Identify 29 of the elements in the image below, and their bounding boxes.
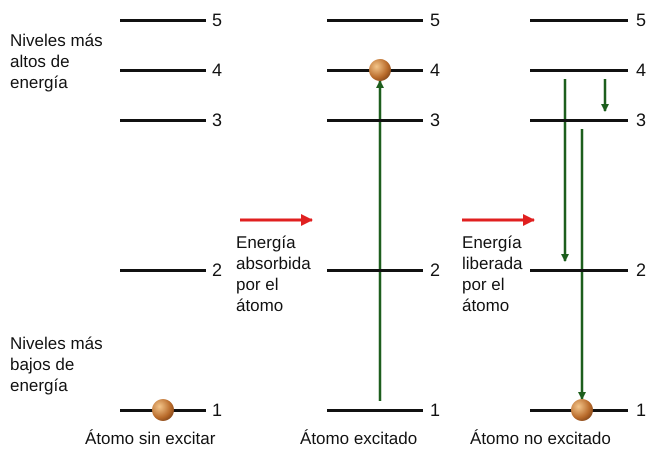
arrow bbox=[601, 79, 609, 112]
level-number: 3 bbox=[430, 111, 440, 129]
level-number: 5 bbox=[212, 11, 222, 29]
process-label: Energía absorbida por el átomo bbox=[236, 232, 312, 316]
electron-ball bbox=[152, 399, 174, 421]
arrow bbox=[561, 79, 569, 262]
level-number: 1 bbox=[636, 401, 646, 419]
level-number: 2 bbox=[212, 261, 222, 279]
state-caption: Átomo sin excitar bbox=[85, 428, 216, 449]
electron-ball bbox=[571, 399, 593, 421]
level-number: 1 bbox=[430, 401, 440, 419]
arrow bbox=[376, 80, 384, 401]
level-number: 3 bbox=[636, 111, 646, 129]
level-number: 4 bbox=[430, 61, 440, 79]
state-caption: Átomo excitado bbox=[300, 428, 418, 449]
level-number: 5 bbox=[430, 11, 440, 29]
level-number: 2 bbox=[636, 261, 646, 279]
level-number: 3 bbox=[212, 111, 222, 129]
level-number: 5 bbox=[636, 11, 646, 29]
level-group-label: Niveles más altos de energía bbox=[10, 30, 104, 93]
level-group-label: Niveles más bajos de energía bbox=[10, 333, 104, 396]
arrow bbox=[578, 129, 586, 400]
level-number: 2 bbox=[430, 261, 440, 279]
state-caption: Átomo no excitado bbox=[470, 428, 611, 449]
level-number: 4 bbox=[636, 61, 646, 79]
level-number: 4 bbox=[212, 61, 222, 79]
process-label: Energía liberada por el átomo bbox=[462, 232, 524, 316]
level-number: 1 bbox=[212, 401, 222, 419]
electron-ball bbox=[369, 59, 391, 81]
